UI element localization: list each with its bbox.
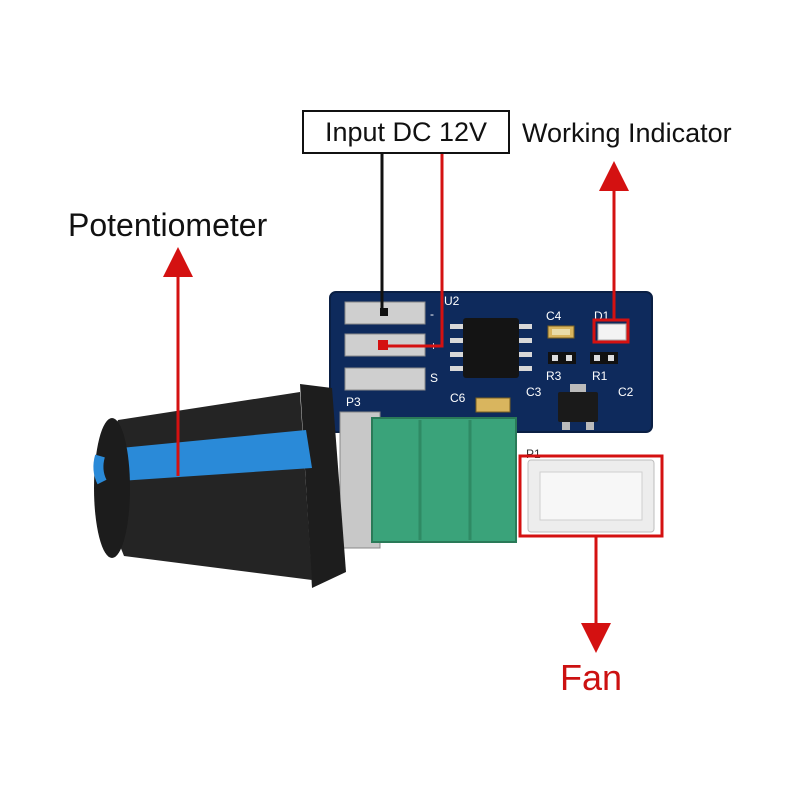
silk-c2: C2 — [618, 385, 634, 399]
smd-components — [475, 323, 627, 430]
u2-chip — [450, 318, 532, 378]
fan-arrow — [518, 454, 664, 653]
silk-c3: C3 — [526, 385, 542, 399]
silk-p3: P3 — [346, 395, 361, 409]
silk-p1: P1 — [526, 447, 541, 461]
fan-label: Fan — [560, 657, 623, 698]
silk-s: S — [430, 371, 438, 385]
silk-r3: R3 — [546, 369, 562, 383]
pcb-board: U2 - + S C4 D1 R3 R1 C3 C2 C6 P3 P1 — [329, 291, 655, 533]
silk-minus: - — [430, 307, 434, 321]
silkscreen-labels: U2 - + S C4 D1 R3 R1 C3 C2 C6 P3 P1 — [346, 294, 634, 461]
input-leader-lines — [378, 154, 444, 350]
working-indicator-arrow — [592, 161, 630, 344]
potentiometer-label: Potentiometer — [68, 207, 268, 243]
silk-c4: C4 — [546, 309, 562, 323]
fan-connector — [527, 459, 655, 533]
silk-u2: U2 — [444, 294, 460, 308]
potentiometer-knob — [93, 384, 346, 588]
silk-c6: C6 — [450, 391, 466, 405]
working-indicator-label: Working Indicator — [522, 118, 732, 148]
potentiometer-body — [339, 411, 517, 549]
silk-r1: R1 — [592, 369, 608, 383]
input-dc-label: Input DC 12V — [302, 110, 510, 154]
